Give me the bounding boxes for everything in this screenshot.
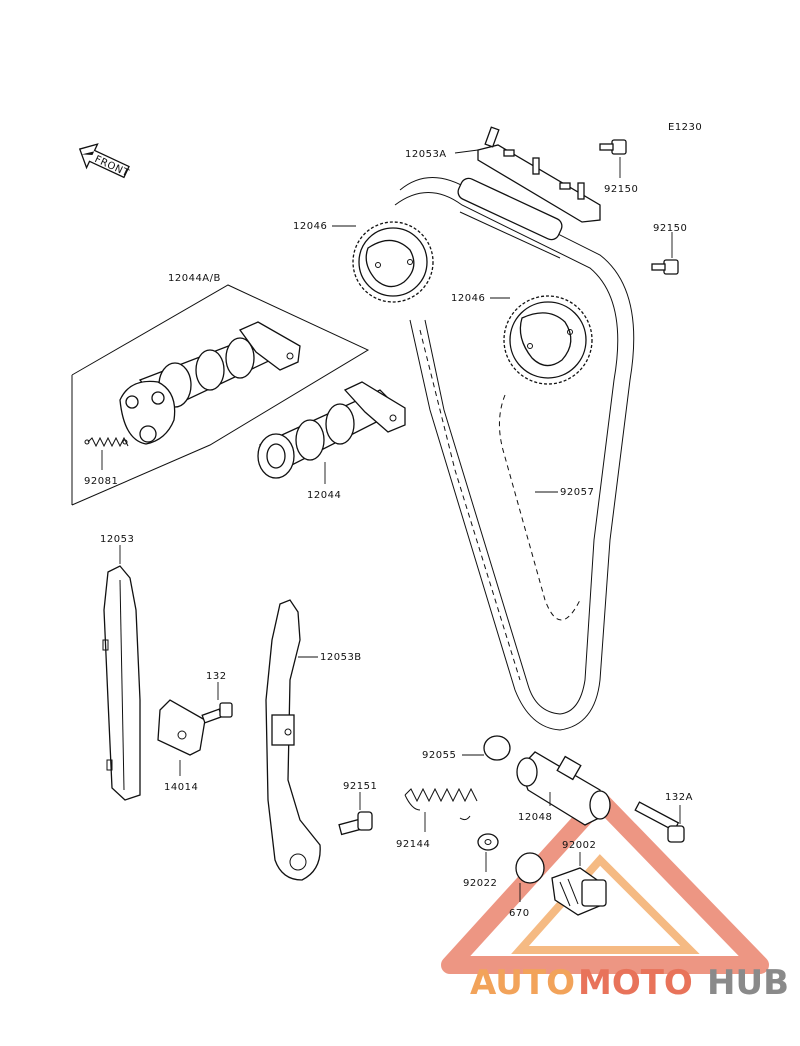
tensioner-plug (551, 867, 607, 916)
label-camshaft-set: 12044A/B (168, 273, 221, 284)
label-bolt-132: 132 (206, 671, 227, 682)
label-plate: 14014 (164, 782, 198, 793)
washer (477, 833, 499, 851)
label-bolt-top: 92150 (604, 184, 638, 195)
label-plug: 92002 (562, 840, 596, 851)
chain-tensioner (516, 751, 611, 826)
cam-sprocket-left (352, 221, 434, 303)
label-oring-bottom: 670 (509, 908, 530, 919)
label-tensioner: 12048 (518, 812, 552, 823)
guide-pin (338, 811, 373, 836)
chain-guide-right (265, 599, 321, 881)
label-guide-right: 12053B (320, 652, 362, 663)
label-chain: 92057 (560, 487, 594, 498)
chain-guide-left (102, 565, 141, 801)
oring-top (483, 735, 511, 761)
bolt-132 (201, 702, 233, 724)
front-arrow-icon: FRONT (78, 143, 131, 180)
mounting-plate (157, 699, 206, 756)
camshaft-with-decompressor (119, 321, 301, 445)
cam-sprocket-right (503, 295, 593, 385)
bolt-top (599, 139, 627, 155)
svg-text:MOTO: MOTO (578, 963, 693, 1003)
label-oring-top: 92055 (422, 750, 456, 761)
label-camshaft: 12044 (307, 490, 341, 501)
label-chain-guide-top: 12053A (405, 149, 447, 160)
label-sprocket-left: 12046 (293, 221, 327, 232)
bolt-right (651, 259, 679, 275)
label-bolt-right: 92150 (653, 223, 687, 234)
chain-guide-top (477, 126, 601, 223)
chain-links (457, 177, 563, 259)
camshaft-set-frame (71, 284, 370, 506)
label-guide-left: 12053 (100, 534, 134, 545)
diagram-code: E1230 (668, 122, 702, 133)
oring-bottom (515, 852, 545, 884)
bolt-132a (634, 801, 685, 843)
timing-chain (394, 177, 635, 731)
label-sprocket-right: 12046 (451, 293, 485, 304)
tensioner-spring (404, 787, 478, 821)
label-washer: 92022 (463, 878, 497, 889)
label-spring-small: 92081 (84, 476, 118, 487)
svg-text:HUB: HUB (707, 963, 789, 1003)
svg-text:AUTO: AUTO (470, 963, 575, 1003)
label-pin: 92151 (343, 781, 377, 792)
label-spring: 92144 (396, 839, 430, 850)
label-bolt-132a: 132A (665, 792, 693, 803)
camshaft (257, 381, 406, 479)
watermark-text: AUTO MOTO HUB (470, 963, 789, 1003)
decompressor-spring (84, 436, 129, 448)
